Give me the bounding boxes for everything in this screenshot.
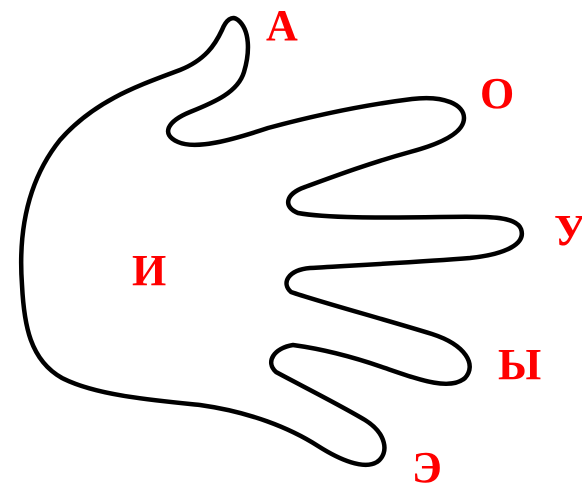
label-index-finger: О — [480, 69, 514, 118]
label-pinky-finger: Э — [412, 443, 442, 487]
label-palm: И — [132, 246, 166, 295]
label-thumb: А — [266, 1, 298, 50]
hand-outline — [21, 18, 522, 465]
label-middle-finger: У — [554, 206, 582, 255]
label-ring-finger: Ы — [498, 340, 541, 389]
